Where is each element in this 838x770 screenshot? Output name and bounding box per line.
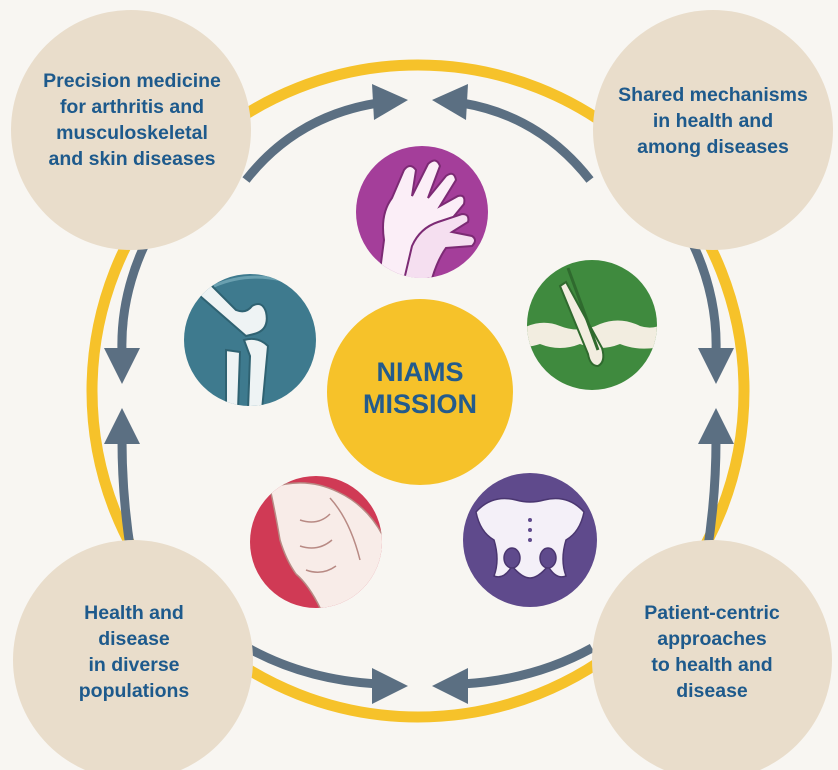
arrow-bottom-left-to-center: [245, 644, 379, 689]
arrowhead-left-down: [104, 348, 140, 384]
arrowhead-bottom-left: [372, 668, 408, 704]
center-circle: [327, 299, 513, 485]
arrowheads: [104, 84, 734, 704]
pelvis-bone-icon: [463, 473, 597, 607]
label-precision-medicine: Precision medicine for arthritis and mus…: [43, 70, 221, 170]
label-patient-centric: Patient-centric approaches to health and…: [644, 602, 780, 702]
center-mission-label: NIAMS MISSION: [362, 357, 477, 419]
arrowhead-bottom-right: [432, 668, 468, 704]
arrowhead-right-down: [698, 348, 734, 384]
label-diverse-populations: Health and disease in diverse population…: [78, 602, 190, 702]
label-shared-mechanisms: Shared mechanisms in health and among di…: [618, 84, 808, 158]
arrowhead-top-left: [372, 84, 408, 120]
arrow-top-left-to-center: [242, 98, 379, 183]
circle-top-left: [11, 10, 251, 250]
circle-bottom-right: [592, 540, 832, 770]
muscle-torso-icon: [250, 476, 382, 608]
knee-joint-icon: [184, 274, 316, 406]
hand-joints-icon: [356, 146, 488, 278]
skin-hair-follicle-icon: [527, 260, 657, 390]
arrowhead-right-up: [698, 408, 734, 444]
arrow-top-right-to-center: [461, 98, 594, 183]
circle-top-right: [593, 10, 833, 250]
outer-ring: [86, 59, 750, 723]
arrowhead-left-up: [104, 408, 140, 444]
circle-bottom-left: [13, 540, 253, 770]
arrowhead-top-right: [432, 84, 468, 120]
arrow-bottom-right-to-center: [461, 644, 595, 689]
